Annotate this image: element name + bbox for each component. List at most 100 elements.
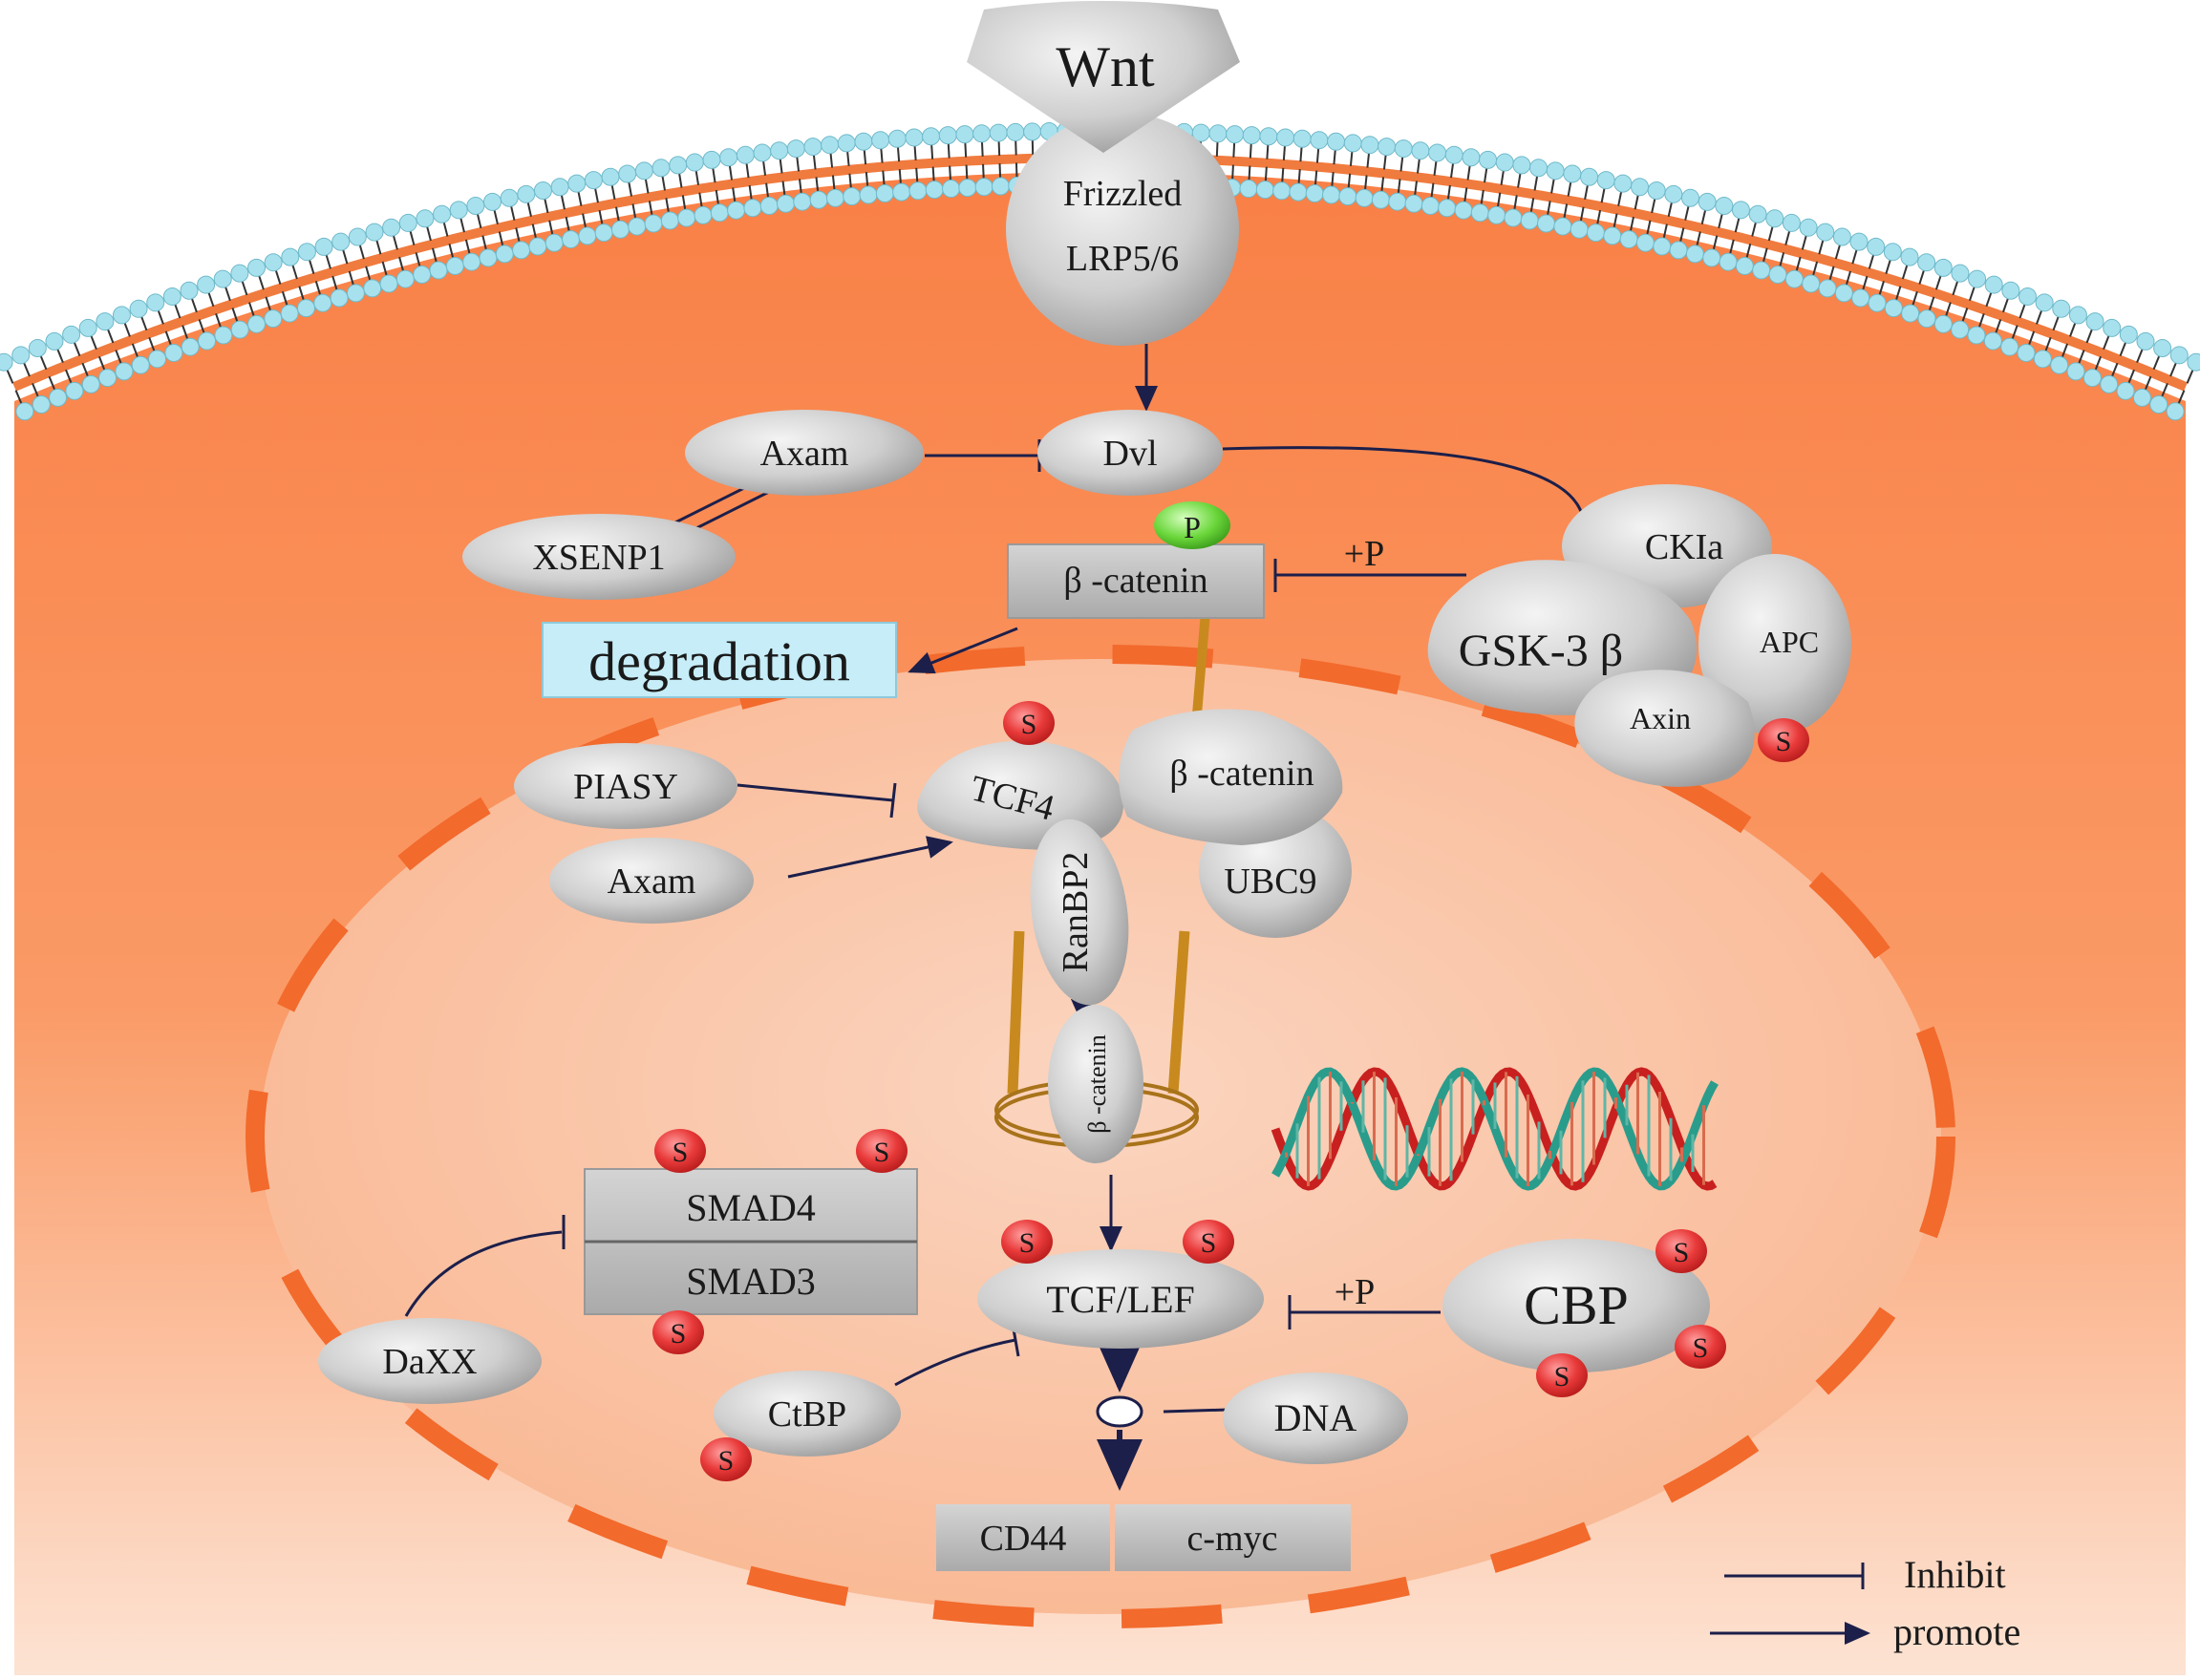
membrane-lipid-head <box>990 124 1007 141</box>
piasy: PIASY <box>514 743 737 829</box>
membrane-lipid-head <box>1749 205 1766 223</box>
membrane-lipid-head <box>1240 181 1257 198</box>
membrane-lipid-head <box>181 282 198 299</box>
membrane-lipid-head <box>1024 123 1041 140</box>
membrane-lipid-head <box>349 228 366 245</box>
membrane-lipid-head <box>463 253 481 270</box>
sumo-tcflef-right: S <box>1183 1220 1234 1264</box>
membrane-lipid-head <box>529 238 546 255</box>
membrane-lipid-head <box>198 276 215 293</box>
ctbp-label: CtBP <box>768 1394 846 1435</box>
membrane-lipid-head <box>1732 202 1749 219</box>
membrane-lipid-head <box>694 206 712 223</box>
membrane-lipid-head <box>1339 188 1356 205</box>
membrane-lipid-head <box>975 179 993 196</box>
membrane-lipid-head <box>876 185 893 202</box>
membrane-lipid-head <box>396 270 414 287</box>
dvl-label: Dvl <box>1103 434 1158 474</box>
sumo-smad4-left: S <box>654 1129 706 1173</box>
membrane-lipid-head <box>1405 195 1422 212</box>
tcf-lef: TCF/LEF <box>977 1249 1264 1349</box>
gsk3b-label: GSK-3 β <box>1459 626 1623 676</box>
sumo-smad3: S <box>652 1310 704 1354</box>
membrane-lipid-head <box>383 219 400 236</box>
membrane-lipid-head <box>595 224 612 242</box>
membrane-lipid-head <box>1604 227 1621 245</box>
beta-catenin-pore-label: β -catenin <box>1083 1034 1111 1133</box>
membrane-lipid-head <box>1800 219 1817 236</box>
membrane-lipid-head <box>1488 206 1506 223</box>
tcf-lef-label: TCF/LEF <box>1046 1278 1195 1321</box>
phosphate-label: P <box>1184 510 1201 544</box>
membrane-lipid-head <box>1581 168 1598 185</box>
membrane-lipid-head <box>1632 179 1649 196</box>
membrane-lipid-head <box>2051 356 2068 373</box>
axam-mid-label: Axam <box>608 861 696 902</box>
membrane-lipid-head <box>810 191 827 208</box>
membrane-lipid-head <box>794 193 811 210</box>
membrane-lipid-head <box>720 149 737 166</box>
membrane-lipid-head <box>1290 183 1307 201</box>
membrane-lipid-head <box>2034 351 2051 368</box>
membrane-lipid-head <box>1736 258 1753 275</box>
membrane-lipid-head <box>1636 234 1654 251</box>
membrane-lipid-head <box>602 168 619 185</box>
sumo-cbp-top: S <box>1655 1229 1707 1273</box>
sumo-label: S <box>1693 1332 1709 1364</box>
membrane-lipid-head <box>661 212 678 229</box>
membrane-lipid-head <box>1969 270 1986 287</box>
membrane-lipid-head <box>414 266 431 284</box>
membrane-lipid-head <box>568 175 586 192</box>
membrane-lipid-head <box>1328 133 1345 150</box>
membrane-lipid-head <box>1833 228 1850 245</box>
membrane-lipid-head <box>82 375 99 393</box>
membrane-lipid-head <box>163 287 181 305</box>
sumo-label: S <box>874 1137 890 1168</box>
membrane-lipid-head <box>231 265 248 282</box>
membrane-lipid-head <box>29 340 46 357</box>
membrane-lipid-head <box>130 300 147 317</box>
membrane-lipid-head <box>1547 162 1564 180</box>
membrane-lipid-head <box>1698 193 1716 210</box>
membrane-lipid-head <box>1395 140 1412 158</box>
membrane-lipid-head <box>1648 181 1665 199</box>
membrane-lipid-head <box>906 129 923 146</box>
beta-catenin-cytoplasmic-label: β -catenin <box>1063 561 1207 601</box>
dna-node: DNA <box>1223 1372 1408 1464</box>
membrane-lipid-head <box>1817 223 1834 241</box>
membrane-lipid-head <box>46 332 63 350</box>
membrane-lipid-head <box>0 353 12 371</box>
degradation-label: degradation <box>588 630 850 692</box>
membrane-lipid-head <box>315 238 332 255</box>
membrane-lipid-head <box>754 144 771 161</box>
membrane-lipid-head <box>2053 300 2070 317</box>
membrane-lipid-head <box>1665 185 1682 202</box>
membrane-lipid-head <box>1273 182 1291 200</box>
axam-mid: Axam <box>549 838 754 924</box>
membrane-lipid-head <box>1429 144 1446 161</box>
membrane-lipid-head <box>711 204 728 222</box>
membrane-lipid-head <box>2018 344 2035 361</box>
sumo-label: S <box>1674 1237 1690 1268</box>
membrane-lipid-head <box>282 248 299 266</box>
membrane-lipid-head <box>670 157 687 174</box>
membrane-lipid-head <box>860 186 877 203</box>
membrane-lipid-head <box>1934 259 1952 276</box>
membrane-lipid-head <box>771 142 788 159</box>
membrane-lipid-head <box>1243 127 1260 144</box>
membrane-lipid-head <box>893 183 910 201</box>
membrane-lipid-head <box>366 223 383 241</box>
membrane-lipid-head <box>1869 294 1886 311</box>
membrane-lipid-head <box>611 221 629 238</box>
xsenp1-label: XSENP1 <box>532 538 665 578</box>
membrane-lipid-head <box>1918 254 1935 271</box>
membrane-lipid-head <box>281 305 298 322</box>
membrane-lipid-head <box>1209 125 1227 142</box>
membrane-lipid-head <box>1703 249 1720 266</box>
membrane-lipid-head <box>96 313 114 330</box>
membrane-lipid-head <box>1480 151 1497 168</box>
membrane-lipid-head <box>728 202 745 219</box>
daxx-label: DaXX <box>382 1342 477 1382</box>
membrane-lipid-head <box>1952 265 1969 282</box>
